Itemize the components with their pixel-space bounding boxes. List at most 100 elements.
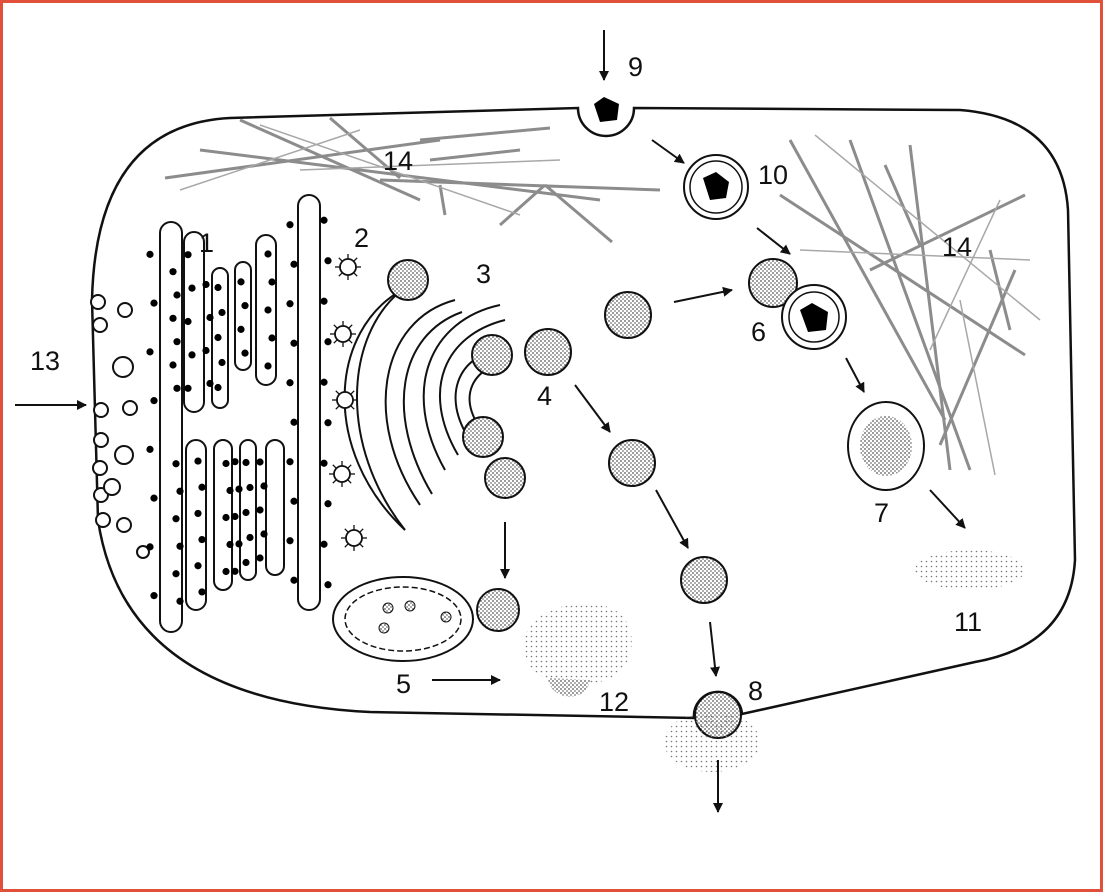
ribosome-dot bbox=[290, 498, 297, 505]
ribosome-dot bbox=[222, 568, 229, 575]
ribosome-dot bbox=[150, 300, 157, 307]
ribosome-dot bbox=[320, 460, 327, 467]
ribosome-dot bbox=[231, 513, 238, 520]
label-5: 5 bbox=[396, 669, 411, 699]
ribosome-dot bbox=[218, 359, 225, 366]
ribosome-dot bbox=[324, 581, 331, 588]
ribosome-dot bbox=[214, 334, 221, 341]
ribosome-dot bbox=[320, 379, 327, 386]
ribosome-dot bbox=[242, 559, 249, 566]
ribosome-dot bbox=[320, 217, 327, 224]
ribosome-dot bbox=[231, 458, 238, 465]
ribosome-dot bbox=[150, 495, 157, 502]
ribosome-dot bbox=[290, 419, 297, 426]
ribosome-dot bbox=[226, 541, 233, 548]
ribosome-dot bbox=[235, 486, 242, 493]
ribosome-dot bbox=[184, 251, 191, 258]
ribosome-dot bbox=[150, 592, 157, 599]
ribosome-dot bbox=[320, 541, 327, 548]
label-8: 8 bbox=[748, 676, 763, 706]
ribosome-dot bbox=[146, 446, 153, 453]
label-13: 13 bbox=[30, 346, 60, 376]
ribosome-dot bbox=[242, 459, 249, 466]
ribosome-dot bbox=[222, 460, 229, 467]
ribosome-dot bbox=[146, 251, 153, 258]
ribosome-dot bbox=[237, 278, 244, 285]
ribosome-dot bbox=[169, 361, 176, 368]
ribosome-dot bbox=[290, 340, 297, 347]
label-11: 11 bbox=[954, 607, 982, 637]
ribosome-dot bbox=[290, 261, 297, 268]
ribosome-dot bbox=[324, 338, 331, 345]
coated-vesicle bbox=[335, 254, 361, 280]
coated-vesicle bbox=[330, 321, 356, 347]
label-6: 6 bbox=[751, 317, 766, 347]
label-14-left: 14 bbox=[383, 146, 413, 176]
ribosome-dot bbox=[146, 348, 153, 355]
label-9: 9 bbox=[628, 52, 643, 82]
ribosome-dot bbox=[242, 509, 249, 516]
ribosome-dot bbox=[264, 306, 271, 313]
label-2: 2 bbox=[354, 223, 369, 253]
label-12: 12 bbox=[599, 687, 629, 717]
ribosome-dot bbox=[172, 515, 179, 522]
ribosome-dot bbox=[320, 298, 327, 305]
ribosome-dot bbox=[150, 397, 157, 404]
ribosome-dot bbox=[286, 379, 293, 386]
ribosome-dot bbox=[286, 221, 293, 228]
ribosome-dot bbox=[202, 281, 209, 288]
ribosome-dot bbox=[268, 278, 275, 285]
endocytosed-particle bbox=[594, 97, 619, 122]
ribosome-dot bbox=[146, 543, 153, 550]
label-14-right: 14 bbox=[942, 232, 972, 262]
label-1: 1 bbox=[199, 228, 214, 258]
ribosome-dot bbox=[264, 362, 271, 369]
ribosome-dot bbox=[256, 506, 263, 513]
ribosome-dot bbox=[222, 514, 229, 521]
ribosome-dot bbox=[218, 309, 225, 316]
ribosome-dot bbox=[324, 419, 331, 426]
ribosome-dot bbox=[188, 351, 195, 358]
label-4: 4 bbox=[537, 381, 552, 411]
ribosome-dot bbox=[176, 543, 183, 550]
ribosome-dot bbox=[194, 510, 201, 517]
ribosome-dot bbox=[198, 484, 205, 491]
ribosome-dot bbox=[290, 577, 297, 584]
ribosome-dot bbox=[256, 458, 263, 465]
ribosome-dot bbox=[237, 326, 244, 333]
ribosome-dot bbox=[172, 570, 179, 577]
ribosome-dot bbox=[286, 537, 293, 544]
ribosome-dot bbox=[198, 536, 205, 543]
ribosome-dot bbox=[226, 487, 233, 494]
ribosome-dot bbox=[176, 488, 183, 495]
ribosome-dot bbox=[173, 385, 180, 392]
label-3: 3 bbox=[476, 259, 491, 289]
ribosome-dot bbox=[184, 385, 191, 392]
ribosome-dot bbox=[172, 460, 179, 467]
coated-vesicle bbox=[329, 461, 355, 487]
coated-vesicle bbox=[332, 387, 358, 413]
ribosome-dot bbox=[286, 458, 293, 465]
ribosome-dot bbox=[198, 588, 205, 595]
ribosome-dot bbox=[169, 268, 176, 275]
ribosome-dot bbox=[176, 598, 183, 605]
ribosome-dot bbox=[246, 534, 253, 541]
ribosome-dot bbox=[173, 291, 180, 298]
label-10: 10 bbox=[758, 160, 788, 190]
ribosome-dot bbox=[231, 568, 238, 575]
ribosome-dot bbox=[268, 334, 275, 341]
ribosome-dot bbox=[246, 484, 253, 491]
ribosome-dot bbox=[256, 554, 263, 561]
ribosome-dot bbox=[173, 338, 180, 345]
coated-vesicle bbox=[341, 525, 367, 551]
ribosome-dot bbox=[241, 302, 248, 309]
ribosome-dot bbox=[169, 315, 176, 322]
released-debris bbox=[915, 550, 1025, 590]
ribosome-dot bbox=[206, 380, 213, 387]
phagosome bbox=[684, 155, 748, 219]
ribosome-dot bbox=[206, 314, 213, 321]
ribosome-dot bbox=[194, 562, 201, 569]
ribosome-dot bbox=[324, 257, 331, 264]
